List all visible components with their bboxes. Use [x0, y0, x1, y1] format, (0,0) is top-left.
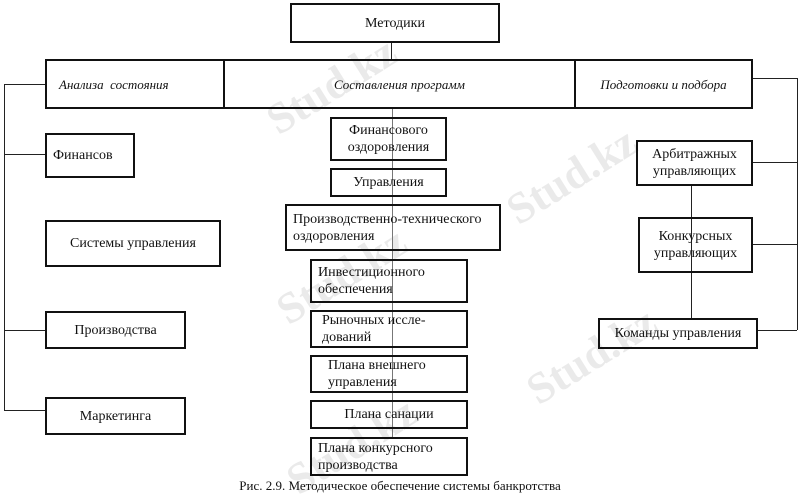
program-financial-recovery: Финансового оздоровления [330, 117, 447, 161]
node-label: Финансового [349, 123, 428, 138]
connector [691, 185, 692, 318]
node-label: дований [322, 330, 372, 345]
category-programs: Составления программ [223, 59, 576, 109]
watermark: Stud.kz [517, 296, 666, 415]
node-label: оздоровления [347, 140, 430, 155]
connector [4, 410, 45, 411]
program-management: Управления [330, 168, 447, 197]
node-label: оздоровления [293, 228, 375, 244]
node-label: Плана санации [344, 407, 434, 422]
prep-arbitration-managers: Арбитражных управляющих [636, 140, 753, 186]
node-label: Арбитражных [652, 147, 737, 162]
node-label: Методики [365, 15, 425, 31]
prep-bankruptcy-managers: Конкурсных управляющих [638, 217, 753, 273]
node-label: Системы управления [70, 236, 196, 251]
connector [4, 154, 45, 155]
node-label: управления [328, 375, 397, 390]
node-label: Анализа состояния [59, 76, 169, 92]
node-label: Плана конкурсного [318, 440, 433, 456]
node-label: Рыночных иссле- [322, 313, 426, 328]
program-market-research: Рыночных иссле-дований [310, 310, 468, 348]
connector [391, 42, 392, 59]
node-label: Финансов [53, 148, 113, 163]
node-label: Производственно-технического [293, 211, 482, 227]
category-preparation: Подготовки и подбора [574, 59, 753, 109]
node-label: Инвестиционного [318, 265, 425, 280]
node-label: Составления программ [334, 76, 465, 92]
connector [4, 84, 45, 85]
analysis-production: Производства [45, 311, 186, 349]
figure-caption: Рис. 2.9. Методическое обеспечение систе… [239, 478, 561, 493]
program-sanation: Плана санации [310, 400, 468, 429]
watermark: Stud.kz [497, 116, 646, 235]
connector [752, 162, 797, 163]
node-label: Производства [74, 322, 157, 338]
analysis-marketing: Маркетинга [45, 397, 186, 435]
node-label: производства [318, 457, 398, 473]
node-label: Команды управления [614, 326, 742, 341]
left-bracket [4, 84, 5, 411]
category-analysis: Анализа состояния [45, 59, 225, 109]
connector [752, 244, 797, 245]
analysis-management-system: Системы управления [45, 220, 221, 267]
node-label: обеспечения [318, 282, 393, 297]
node-label: управляющих [652, 164, 737, 179]
prep-management-team: Команды управления [598, 318, 758, 349]
program-external-management: Плана внешнего управления [310, 355, 468, 393]
root-node: Методики [290, 3, 500, 43]
connector [4, 330, 45, 331]
connector [752, 78, 797, 79]
right-bracket [797, 78, 798, 330]
node-label: Управления [353, 175, 424, 190]
connector [757, 330, 797, 331]
node-label: Плана внешнего [328, 358, 426, 373]
center-line [392, 108, 393, 438]
node-label: управляющих [653, 246, 738, 261]
program-investment: Инвестиционного обеспечения [310, 259, 468, 303]
node-label: Маркетинга [79, 408, 152, 424]
analysis-finance: Финансов [45, 133, 135, 178]
node-label: Конкурсных [658, 229, 733, 244]
node-label: Подготовки и подбора [600, 76, 727, 92]
